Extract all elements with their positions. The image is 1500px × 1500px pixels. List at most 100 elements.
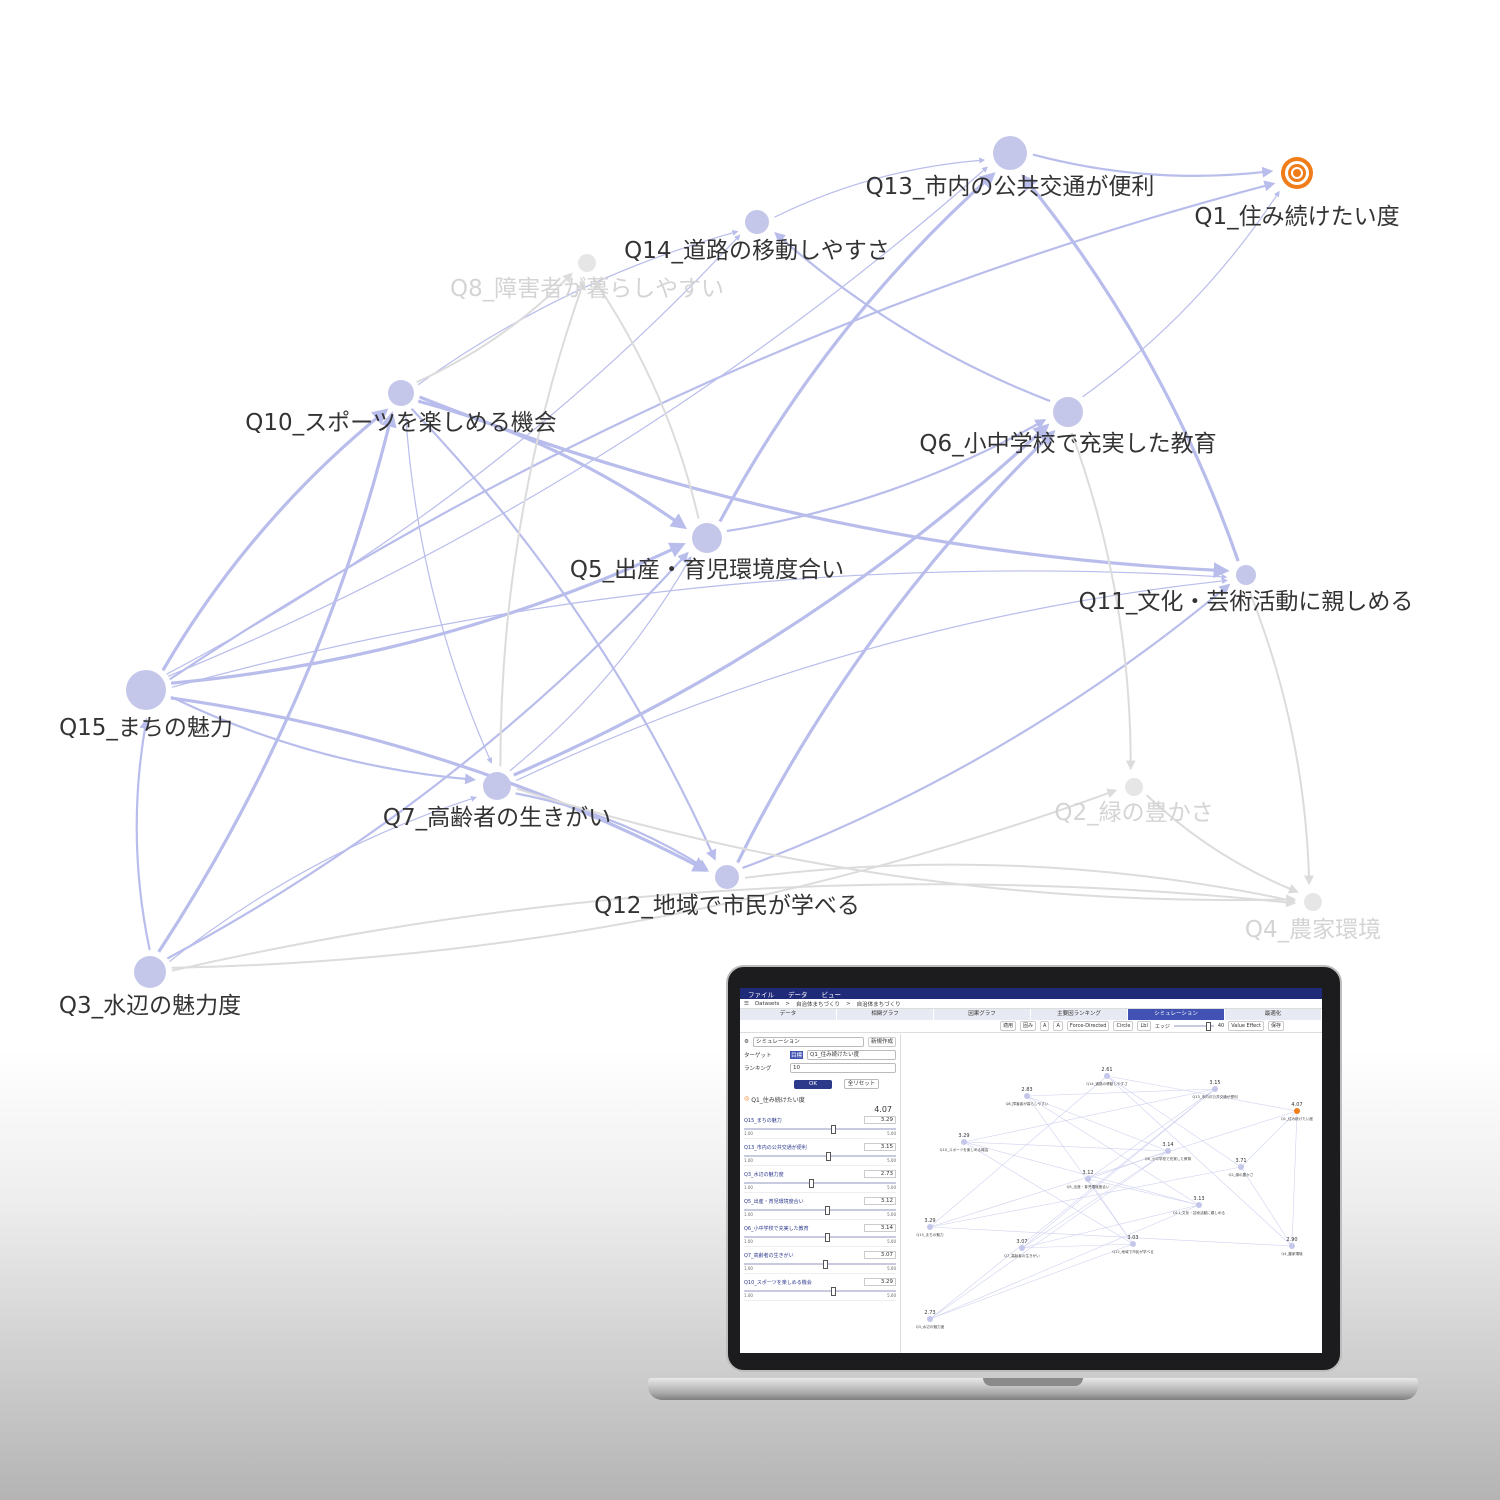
- menu-data[interactable]: データ: [788, 990, 808, 999]
- node-q6[interactable]: Q6_小中学校で充実した教育: [919, 397, 1217, 457]
- apply-button[interactable]: 適用: [1000, 1021, 1017, 1031]
- variable-value-input[interactable]: 3.12: [864, 1197, 896, 1205]
- variable-slider[interactable]: [744, 1287, 896, 1296]
- hamburger-icon[interactable]: ☰: [744, 1000, 749, 1007]
- force-directed-button[interactable]: Force-Directed: [1066, 1021, 1110, 1031]
- node-circle[interactable]: [578, 254, 596, 272]
- edge-slider-thumb[interactable]: [1205, 1022, 1211, 1031]
- slider-thumb[interactable]: [830, 1287, 836, 1296]
- slider-thumb[interactable]: [809, 1179, 815, 1188]
- variable-slider[interactable]: [744, 1260, 896, 1269]
- font-up-button[interactable]: A: [1040, 1021, 1050, 1031]
- fix-button[interactable]: 固み: [1020, 1021, 1037, 1031]
- node-circle[interactable]: [745, 210, 769, 234]
- mini-node[interactable]: [1212, 1086, 1218, 1092]
- node-q13[interactable]: Q13_市内の公共交通が便利: [866, 136, 1155, 200]
- node-circle[interactable]: [1236, 565, 1256, 585]
- tab-correlation[interactable]: 相関グラフ: [837, 1009, 934, 1020]
- tab-optimize[interactable]: 最適化: [1225, 1009, 1322, 1020]
- tab-simulation[interactable]: シミュレーション: [1128, 1009, 1225, 1020]
- node-circle[interactable]: [715, 865, 739, 889]
- mini-node[interactable]: [1238, 1164, 1244, 1170]
- tab-causal[interactable]: 因果グラフ: [934, 1009, 1031, 1020]
- node-circle[interactable]: [993, 136, 1027, 170]
- new-button[interactable]: 新規作成: [867, 1037, 896, 1047]
- node-q12[interactable]: Q12_地域で市民が学べる: [594, 865, 860, 919]
- variable-value-input[interactable]: 3.15: [864, 1143, 896, 1151]
- node-q11[interactable]: Q11_文化・芸術活動に親しめる: [1079, 565, 1414, 615]
- mini-node[interactable]: [961, 1139, 967, 1145]
- node-q4[interactable]: Q4_農家環境: [1245, 893, 1381, 943]
- save-button[interactable]: 保存: [1267, 1021, 1284, 1031]
- variable-value-input[interactable]: 3.14: [864, 1224, 896, 1232]
- mini-edge: [963, 1141, 1169, 1152]
- variable-slider[interactable]: [744, 1125, 896, 1134]
- variable-slider[interactable]: [744, 1233, 896, 1242]
- node-circle[interactable]: [483, 772, 511, 800]
- mini-node[interactable]: [1165, 1148, 1171, 1154]
- node-q1[interactable]: Q1_住み続けたい度: [1194, 157, 1400, 230]
- mini-node[interactable]: [1019, 1245, 1025, 1251]
- slider-thumb[interactable]: [830, 1125, 836, 1134]
- font-down-button[interactable]: A: [1053, 1021, 1063, 1031]
- menu-file[interactable]: ファイル: [748, 990, 774, 999]
- mini-node[interactable]: [927, 1224, 933, 1230]
- mini-node[interactable]: [1104, 1073, 1110, 1079]
- simulation-select[interactable]: シミュレーション: [752, 1037, 864, 1047]
- mini-node[interactable]: [1289, 1243, 1295, 1249]
- value-effect-button[interactable]: Value Effect: [1228, 1021, 1264, 1031]
- mini-node[interactable]: [1196, 1202, 1202, 1208]
- variable-value-input[interactable]: 3.29: [864, 1278, 896, 1286]
- laptop-base: [648, 1378, 1418, 1400]
- variable-value-input[interactable]: 3.07: [864, 1251, 896, 1259]
- variable-name: Q5_出産・育児環境度合い: [744, 1198, 804, 1205]
- slider-thumb[interactable]: [826, 1152, 832, 1161]
- node-circle[interactable]: [1304, 893, 1322, 911]
- tab-data[interactable]: データ: [740, 1009, 837, 1020]
- node-circle[interactable]: [388, 380, 414, 406]
- mini-node[interactable]: [927, 1316, 933, 1322]
- circle-button[interactable]: Circle: [1113, 1021, 1134, 1031]
- slider-thumb[interactable]: [824, 1233, 830, 1242]
- mini-node[interactable]: [1085, 1176, 1091, 1182]
- node-q14[interactable]: Q14_道路の移動しやすさ: [624, 210, 890, 264]
- node-circle[interactable]: [134, 956, 166, 988]
- slider-thumb[interactable]: [823, 1260, 829, 1269]
- mini-node[interactable]: [1294, 1108, 1300, 1114]
- variable-slider[interactable]: [744, 1152, 896, 1161]
- mini-node-value: 3.71: [1235, 1158, 1246, 1164]
- tab-ranking[interactable]: 主要因ランキング: [1031, 1009, 1128, 1020]
- variable-slider[interactable]: [744, 1206, 896, 1215]
- node-q7[interactable]: Q7_高齢者の生きがい: [383, 772, 611, 831]
- breadcrumb-item[interactable]: 自治体まちづくり: [795, 1001, 840, 1008]
- node-q8[interactable]: Q8_障害者が暮らしやすい: [450, 254, 724, 302]
- mini-node-label: Q10_スポーツを楽しめる機会: [940, 1147, 989, 1152]
- mini-node[interactable]: [1024, 1093, 1030, 1099]
- node-circle[interactable]: [692, 523, 722, 553]
- node-label: Q14_道路の移動しやすさ: [624, 238, 890, 264]
- target-select[interactable]: Q1_住み続けたい度: [807, 1050, 896, 1060]
- menu-view[interactable]: ビュー: [821, 990, 842, 999]
- node-q10[interactable]: Q10_スポーツを楽しめる機会: [245, 380, 557, 436]
- node-q2[interactable]: Q2_緑の豊かさ: [1054, 778, 1214, 826]
- node-circle[interactable]: [126, 670, 166, 710]
- mini-node-value: 3.03: [1127, 1235, 1138, 1241]
- edge-q5-q6: [726, 419, 1047, 533]
- variable-value-input[interactable]: 3.29: [864, 1116, 896, 1124]
- edge-q11-q13: [1021, 174, 1240, 562]
- ok-button[interactable]: OK: [794, 1080, 832, 1089]
- node-q3[interactable]: Q3_水辺の魅力度: [59, 956, 241, 1019]
- node-circle[interactable]: [1053, 397, 1083, 427]
- edge-slider[interactable]: [1173, 1022, 1214, 1031]
- variable-value-input[interactable]: 2.73: [864, 1170, 896, 1178]
- breadcrumb-item[interactable]: Datasets: [754, 1000, 780, 1007]
- reset-button[interactable]: 全リセット: [843, 1079, 880, 1089]
- variable-slider[interactable]: [744, 1179, 896, 1188]
- node-q5[interactable]: Q5_出産・育児環境度合い: [570, 523, 844, 583]
- node-q15[interactable]: Q15_まちの魅力: [59, 670, 233, 741]
- label-button[interactable]: Lbl: [1137, 1021, 1151, 1031]
- slider-thumb[interactable]: [824, 1206, 830, 1215]
- mini-node[interactable]: [1130, 1241, 1136, 1247]
- node-circle[interactable]: [1125, 778, 1143, 796]
- ranking-select[interactable]: 10: [790, 1063, 896, 1073]
